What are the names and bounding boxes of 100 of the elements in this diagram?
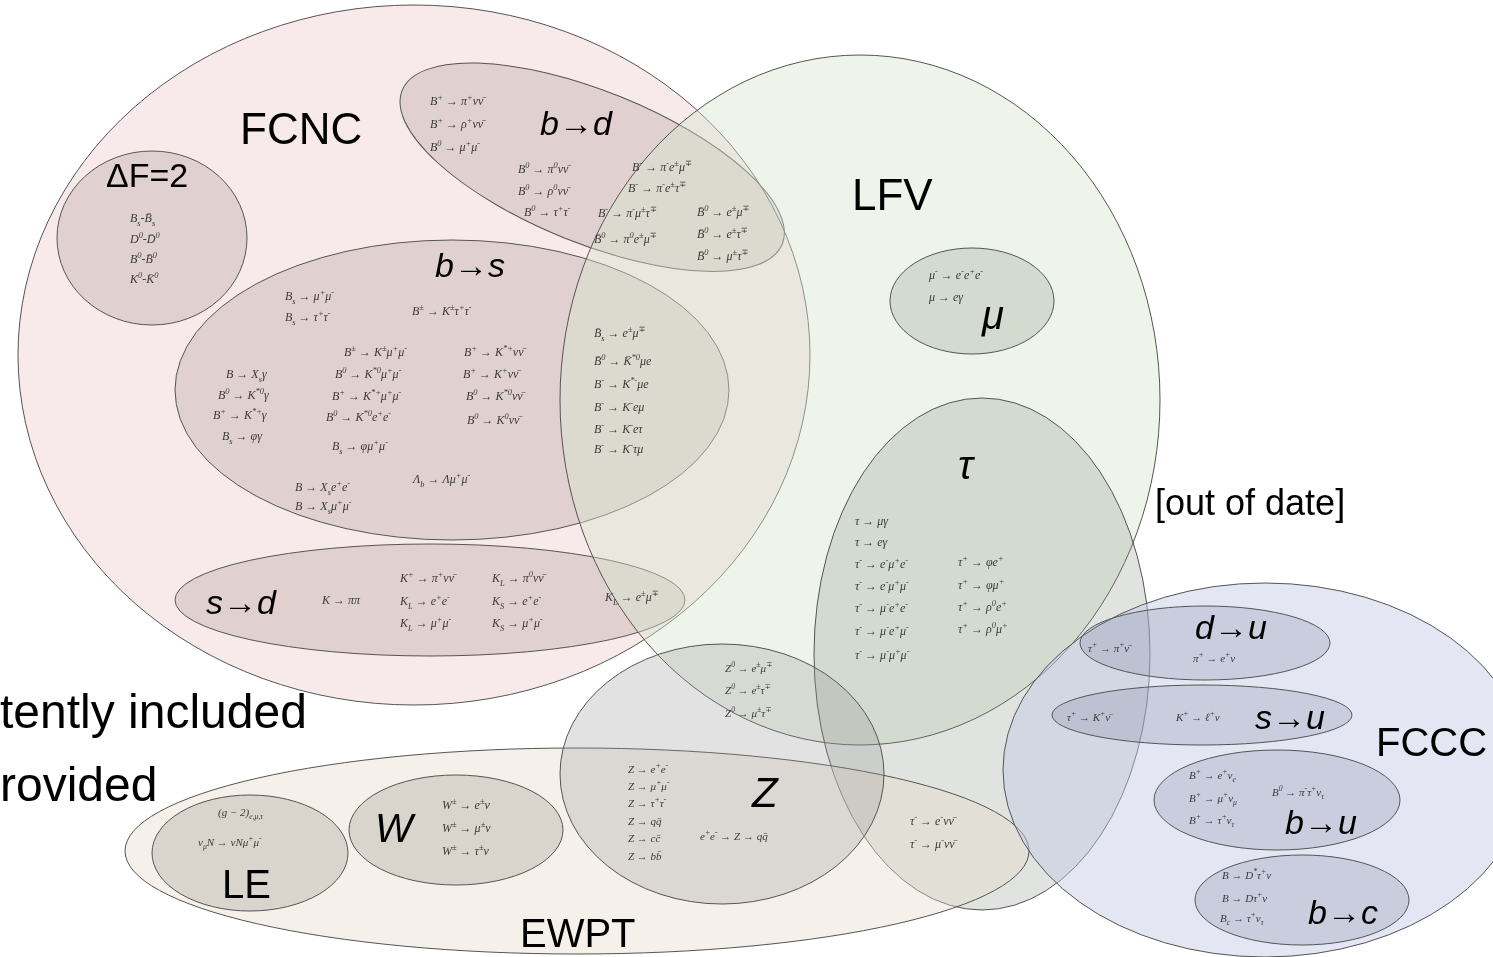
decay-formula: B → D$^{*}$τ$^{+}$ν (1222, 868, 1272, 882)
decay-formula: τ$^{-}$ → μ$^{-}$μ$^{+}$μ$^{-}$ (855, 649, 910, 663)
set-label: ΔF=2 (106, 158, 189, 192)
decay-formula: B̄$^{0}$ → K̄$^{*0}$μe (594, 355, 652, 369)
note: [out of date] (1155, 485, 1346, 521)
decay-formula: B$^{-}$ → π$^{-}$e$^{±}$μ$^{∓}$ (632, 161, 692, 175)
set-label: LE (222, 864, 271, 904)
decay-formula: τ$^{-}$ → e$^{-}$μ$^{+}$μ$^{-}$ (855, 580, 909, 594)
decay-formula: B̄$^{0}$ → π$^{0}$e$^{±}$μ$^{∓}$ (594, 233, 657, 247)
set-label: s→d (206, 585, 276, 619)
cut-off-text: tently included (0, 688, 307, 736)
set-label: τ (958, 445, 973, 485)
decay-formula: τ$^{-}$ → e$^{-}$μ$^{+}$e$^{-}$ (855, 558, 909, 572)
decay-formula: τ$^{+}$ → ρ$^{0}$μ$^{+}$ (958, 623, 1008, 637)
decay-formula: Z$^{0}$ → e$^{±}$μ$^{∓}$ (725, 661, 773, 675)
decay-formula: ν$_{μ}$N → νNμ$^{+}$μ$^{-}$ (198, 835, 262, 849)
decay-formula: B$^{0}$ → τ$^{+}$τ$^{-}$ (524, 206, 571, 220)
decay-formula: B$_{c}$ → τ$^{+}$ν$_{τ}$ (1220, 911, 1264, 925)
decay-formula: τ$^{+}$ → ρ$^{0}$e$^{+}$ (958, 601, 1007, 615)
decay-formula: K$_{L}$ → μ$^{+}$μ$^{-}$ (400, 617, 452, 631)
set-label: Z (752, 772, 778, 814)
decay-formula: τ$^{+}$ → π$^{+}$ν̄ (1088, 641, 1130, 655)
decay-formula: B$^{-}$ → K$^{-}$eτ (594, 423, 643, 437)
decay-formula: Z$^{0}$ → e$^{±}$τ$^{∓}$ (725, 683, 771, 697)
decay-formula: τ → μγ (855, 515, 889, 529)
decay-formula: B$^{+}$ → ρ$^{+}$νν̄ (430, 118, 484, 132)
decay-formula: B$^{0}$ → μ$^{+}$μ$^{-}$ (430, 141, 481, 155)
decay-formula: B$^{-}$ → K$^{-}$eμ (594, 401, 645, 415)
decay-formula: K$_{L}$ → e$^{±}$μ$^{∓}$ (605, 591, 659, 605)
set-label: FCNC (240, 107, 363, 151)
decay-formula: B$_{s}$ → μ$^{+}$μ$^{-}$ (285, 290, 335, 304)
decay-formula: B̄$^{0}$ → e$^{±}$τ$^{∓}$ (697, 228, 748, 242)
decay-formula: B$^{-}$ → π$^{-}$e$^{±}$τ$^{∓}$ (628, 182, 687, 196)
decay-formula: B$^{+}$ → τ$^{+}$ν$_{τ}$ (1189, 813, 1235, 827)
decay-formula: B$^{±}$ → K$^{±}$μ$^{+}$μ$^{-}$ (344, 346, 408, 360)
decay-formula: B$^{0}$ → ρ$^{0}$νν̄ (518, 185, 569, 199)
decay-formula: W$^{±}$ → μ$^{±}$ν (442, 822, 491, 836)
decay-formula: (g − 2)$_{e,μ,τ}$ (218, 805, 264, 819)
decay-formula: B → X$_{s}$e$^{+}$e$^{-}$ (295, 481, 351, 495)
set-label: d→u (1195, 610, 1267, 644)
decay-formula: B$_{s}$ → φμ$^{+}$μ$^{-}$ (332, 440, 388, 454)
decay-formula: B → X$_{s}$μ$^{+}$μ$^{-}$ (295, 500, 352, 514)
decay-formula: K$^{+}$ → ℓ$^{+}$ν (1176, 710, 1220, 724)
decay-formula: K$_{S}$ → μ$^{+}$μ$^{-}$ (492, 617, 543, 631)
decay-formula: B$_{s}$-B̄$_{s}$ (130, 212, 156, 226)
decay-formula: B$^{-}$ → K$^{*-}$μe (594, 378, 649, 392)
set-label: FCCC (1376, 722, 1488, 762)
decay-formula: K$^{0}$-K̄$^{0}$ (130, 273, 159, 287)
decay-formula: Z$^{0}$ → μ$^{±}$τ$^{∓}$ (725, 706, 772, 720)
decay-formula: τ$^{+}$ → φμ$^{+}$ (958, 579, 1005, 593)
decay-formula: τ$^{-}$ → μ$^{-}$e$^{+}$μ$^{-}$ (855, 625, 909, 639)
decay-formula: τ$^{+}$ → φe$^{+}$ (958, 556, 1004, 570)
decay-formula: Z → cc̄ (628, 831, 661, 845)
decay-formula: Z → μ$^{+}$μ$^{-}$ (628, 779, 670, 793)
decay-formula: B$^{+}$ → e$^{+}$ν$_{e}$ (1189, 768, 1236, 782)
decay-formula: B̄$^{0}$ → μ$^{±}$τ$^{∓}$ (697, 250, 749, 264)
decay-formula: Z → τ$^{+}$τ$^{-}$ (628, 796, 667, 810)
decay-formula: Z → bb̄ (628, 849, 662, 863)
decay-formula: B$^{0}$-B̄$^{0}$ (130, 253, 158, 267)
decay-formula: B$^{0}$ → π$^{0}$νν̄ (518, 163, 569, 177)
decay-formula: B$^{+}$ → π$^{+}$νν̄ (430, 95, 484, 109)
decay-formula: B$^{0}$ → π$^{-}$τ$^{+}$ν$_{τ}$ (1272, 785, 1324, 799)
decay-formula: B$_{s}$ → φγ (222, 430, 262, 444)
decay-formula: K$_{S}$ → e$^{+}$e$^{-}$ (492, 595, 542, 609)
decay-formula: B$^{0}$ → K$^{*0}$e$^{+}$e$^{-}$ (326, 411, 392, 425)
decay-formula: B → X$_{s}$γ (226, 368, 267, 382)
decay-formula: B$^{+}$ → K$^{+}$νν̄ (463, 368, 519, 382)
decay-formula: B$^{-}$ → π$^{-}$μ$^{±}$τ$^{∓}$ (598, 207, 657, 221)
set-label: μ (982, 295, 1004, 335)
set-label: s→u (1255, 700, 1325, 734)
decay-formula: B$^{0}$ → K$^{*0}$γ (218, 389, 269, 403)
decay-formula: τ → eγ (855, 536, 888, 550)
decay-formula: B$^{±}$ → K$^{±}$τ$^{+}$τ$^{-}$ (412, 305, 472, 319)
decay-formula: π$^{+}$ → e$^{+}$ν (1193, 651, 1236, 665)
decay-formula: K → ππ (322, 594, 361, 608)
decay-formula: B̄$^{0}$ → e$^{±}$μ$^{∓}$ (697, 206, 750, 220)
set-label: b→d (540, 106, 612, 140)
decay-formula: μ → eγ (929, 291, 964, 305)
decay-formula: τ$^{-}$ → μ$^{-}$e$^{+}$e$^{-}$ (855, 602, 909, 616)
decay-formula: B̄$_{s}$ → e$^{±}$μ$^{∓}$ (594, 327, 646, 341)
set-label: b→u (1285, 805, 1357, 839)
decay-formula: τ$^{+}$ → K$^{+}$ν̄ (1067, 710, 1111, 724)
set-label: b→c (1308, 895, 1378, 929)
decay-formula: B$^{-}$ → K$^{-}$τμ (594, 443, 644, 457)
set-label: EWPT (520, 913, 636, 953)
decay-formula: B$^{+}$ → μ$^{+}$ν$_{μ}$ (1189, 791, 1237, 805)
set-label: LFV (852, 173, 933, 217)
decay-formula: W$^{±}$ → τ$^{±}$ν (442, 845, 489, 859)
decay-formula: B$^{0}$ → K$^{*0}$μ$^{+}$μ$^{-}$ (335, 368, 402, 382)
decay-formula: B$^{+}$ → K$^{*+}$γ (213, 409, 267, 423)
decay-formula: Z → e$^{+}$e$^{-}$ (628, 762, 669, 776)
decay-formula: B → Dτ$^{+}$ν (1222, 891, 1268, 905)
decay-formula: K$_{L}$ → e$^{+}$e$^{-}$ (400, 595, 450, 609)
decay-formula: Λ$_{b}$ → Λμ$^{+}$μ$^{-}$ (413, 473, 471, 487)
decay-formula: B$^{+}$ → K$^{*+}$μ$^{+}$μ$^{-}$ (332, 390, 402, 404)
decay-formula: e$^{+}$e$^{-}$ → Z → qq̄ (700, 829, 768, 843)
decay-formula: W$^{±}$ → e$^{±}$ν (442, 799, 490, 813)
set-label: b→s (435, 248, 505, 282)
decay-formula: B$_{s}$ → τ$^{+}$τ$^{-}$ (285, 311, 331, 325)
decay-formula: D$^{0}$-D̄$^{0}$ (130, 233, 160, 247)
